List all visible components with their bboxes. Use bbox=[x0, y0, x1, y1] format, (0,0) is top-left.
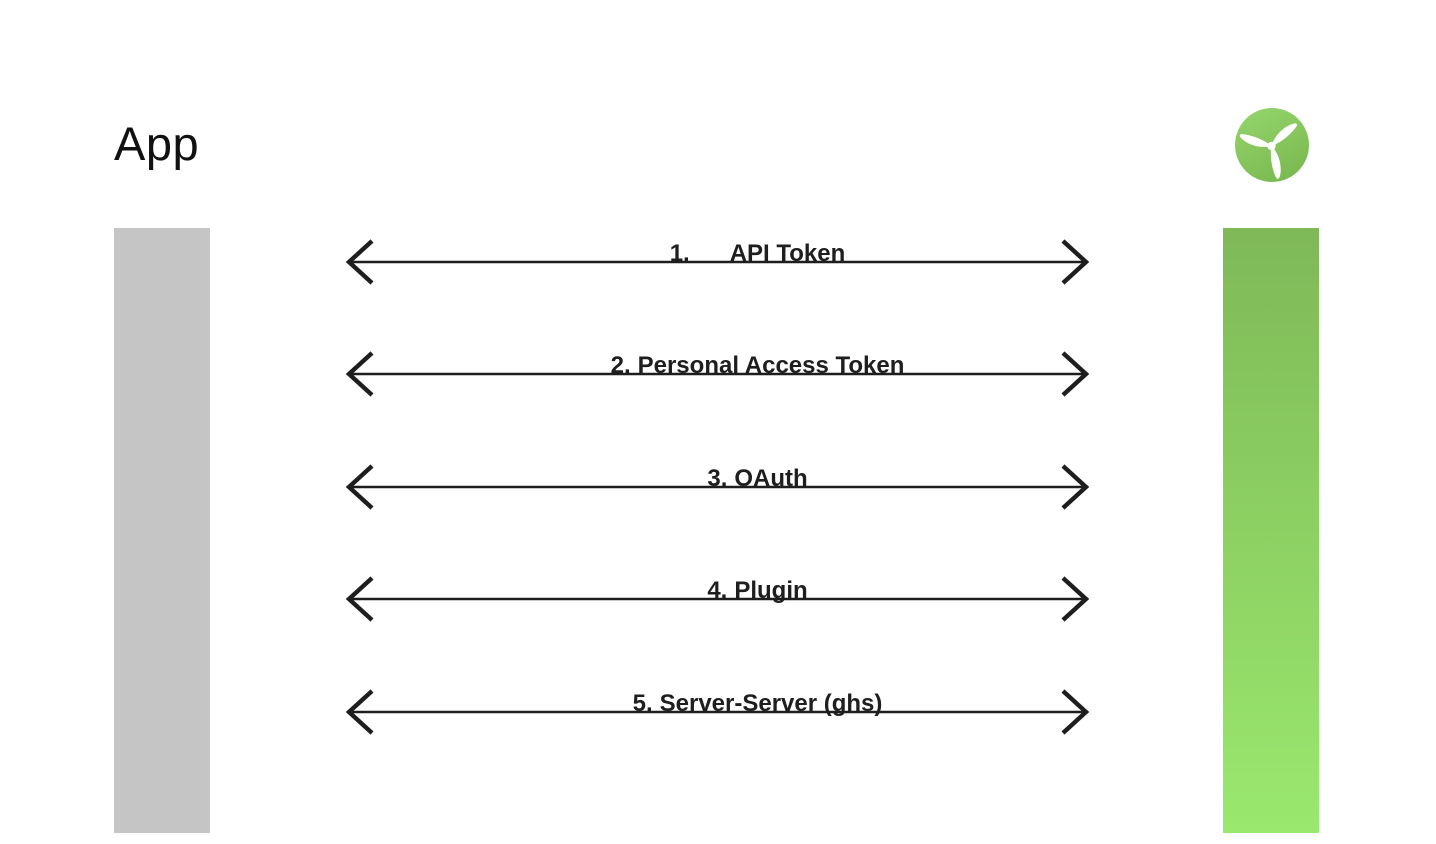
connection-number: 1. bbox=[669, 240, 690, 267]
connection-label: 2.Personal Access Token bbox=[365, 321, 1110, 379]
double-arrow bbox=[345, 689, 1090, 735]
connection-number: 5. bbox=[632, 690, 653, 717]
double-arrow bbox=[345, 239, 1090, 285]
page-title: App bbox=[114, 117, 200, 170]
connection-label: 4.Plugin bbox=[365, 546, 1110, 604]
connection-text: Plugin bbox=[734, 577, 808, 604]
connection-number: 2. bbox=[610, 352, 631, 379]
connection-text: API Token bbox=[729, 240, 846, 267]
connection-row-1: 1. API Token bbox=[345, 209, 1090, 287]
service-bar bbox=[1223, 228, 1319, 833]
double-arrow bbox=[345, 464, 1090, 510]
connection-row-4: 4.Plugin bbox=[345, 546, 1090, 624]
connection-label: 5.Server-Server (ghs) bbox=[365, 659, 1110, 717]
double-arrow bbox=[345, 576, 1090, 622]
connection-label: 1. API Token bbox=[365, 209, 1110, 267]
connection-row-3: 3.OAuth bbox=[345, 434, 1090, 512]
double-arrow bbox=[345, 351, 1090, 397]
connection-number: 4. bbox=[707, 577, 728, 604]
propeller-logo-icon bbox=[1235, 108, 1309, 182]
connection-number: 3. bbox=[707, 465, 728, 492]
app-bar bbox=[114, 228, 210, 833]
connection-row-5: 5.Server-Server (ghs) bbox=[345, 659, 1090, 737]
connection-text: Personal Access Token bbox=[637, 352, 905, 379]
connection-text: OAuth bbox=[734, 465, 808, 492]
connection-text: Server-Server (ghs) bbox=[659, 690, 883, 717]
connection-label: 3.OAuth bbox=[365, 434, 1110, 492]
connection-row-2: 2.Personal Access Token bbox=[345, 321, 1090, 399]
